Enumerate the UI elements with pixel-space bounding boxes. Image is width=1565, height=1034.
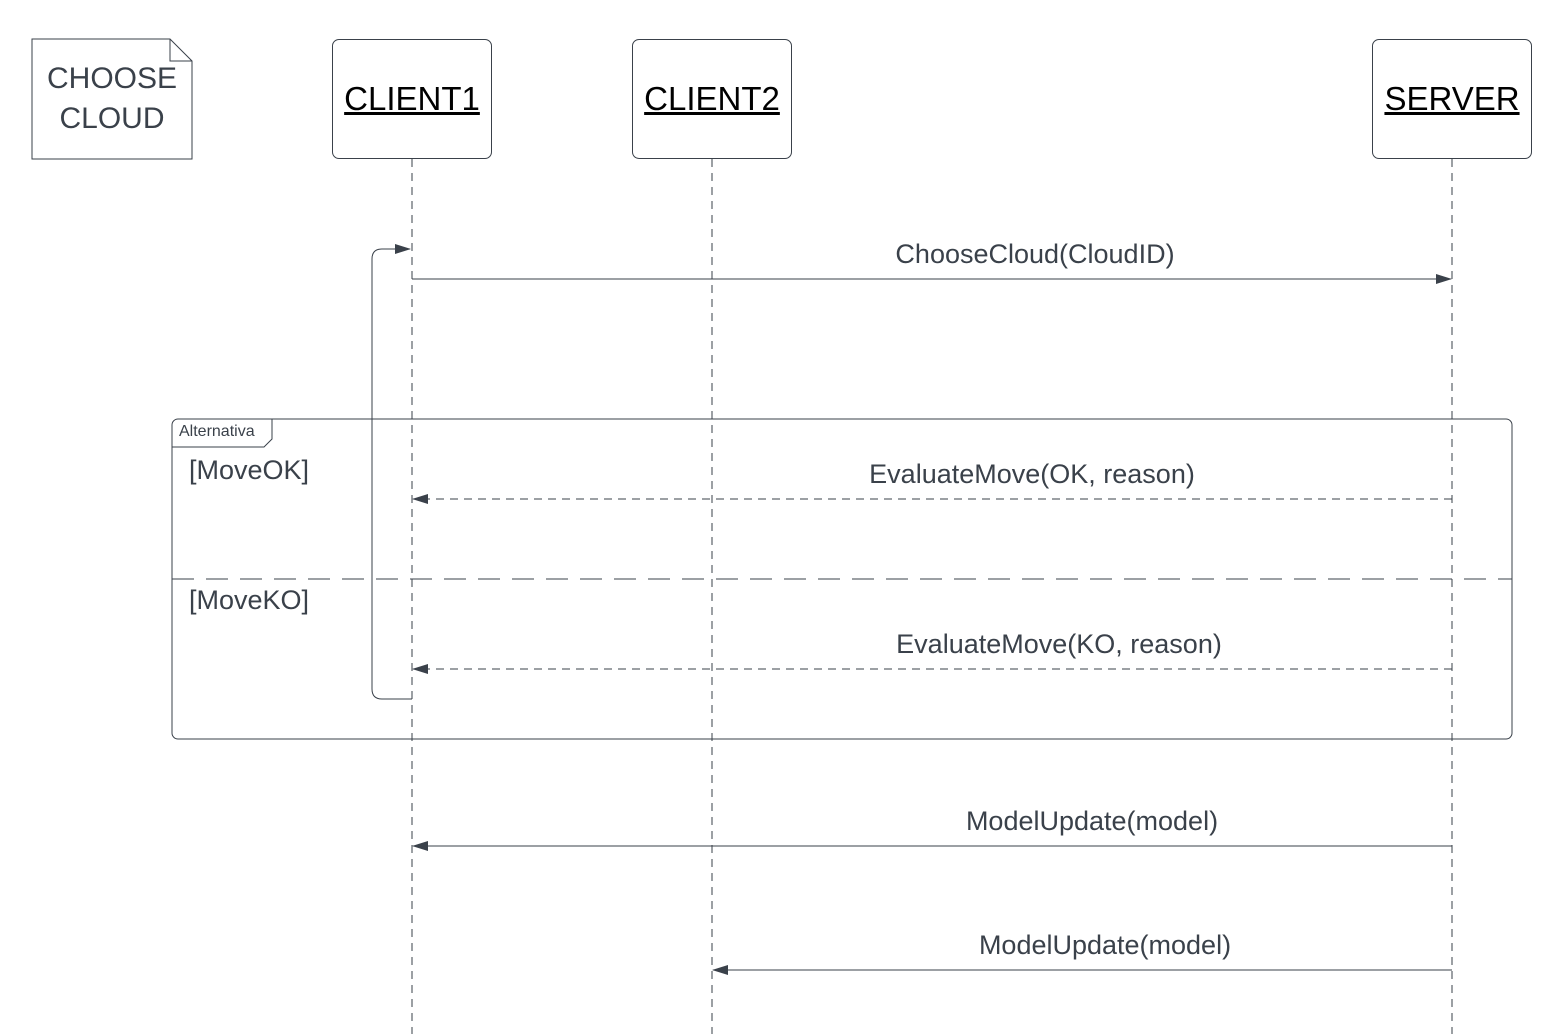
message-label-modelupdate-client2: ModelUpdate(model) [978,930,1232,960]
note-shape [31,38,193,160]
participant-server[interactable]: SERVER [1372,39,1532,159]
participant-client1[interactable]: CLIENT1 [332,39,492,159]
alt-fragment-operator: Alternativa [179,423,255,440]
note-choose-cloud: CHOOSE CLOUD [46,62,178,135]
guard-move-ok: [MoveOK] [189,455,310,485]
message-label-evaluatemove-ok: EvaluateMove(OK, reason) [869,459,1195,489]
alt-fragment-tag-shape [172,419,273,448]
loop-bracket [371,244,412,700]
guard-move-ko: [MoveKO] [189,585,310,615]
message-label-evaluatemove-ko: EvaluateMove(KO, reason) [896,629,1222,659]
message-label-modelupdate-client1: ModelUpdate(model) [965,806,1219,836]
participant-client2[interactable]: CLIENT2 [632,39,792,159]
message-label-choosecloud: ChooseCloud(CloudID) [895,239,1175,269]
